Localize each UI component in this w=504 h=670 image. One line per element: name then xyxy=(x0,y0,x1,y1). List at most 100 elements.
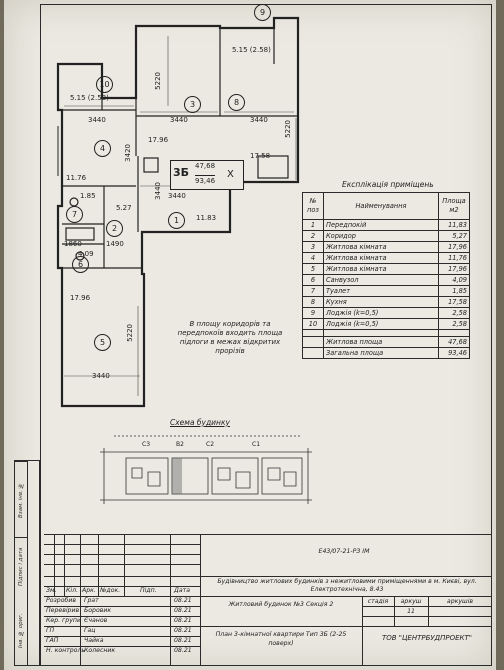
role-label: Н. контроль xyxy=(46,647,86,654)
col-header: Площа м2 xyxy=(438,192,470,220)
sheets-header: аркушів xyxy=(446,598,474,605)
room-number: 9 xyxy=(254,4,271,21)
building-name: Житловий будинок №3 Секція 2 xyxy=(228,601,334,608)
floor-plan-walls xyxy=(56,16,300,408)
room-number: 4 xyxy=(94,140,111,157)
stage-header: стадія xyxy=(367,598,389,605)
area-label: 11.83 xyxy=(196,214,217,222)
col-header: № поз xyxy=(302,192,324,220)
building-scheme-drawing: С3 В2 С2 С1 xyxy=(100,435,312,504)
person-name: Гац xyxy=(84,627,96,634)
area-label: 4.09 xyxy=(78,250,94,258)
document-code: Е43/07-21-РЗ ІМ xyxy=(318,548,370,555)
total-area: 93,46 xyxy=(195,175,216,185)
sign-date: 08.21 xyxy=(174,617,192,624)
role-label: Кер. групи xyxy=(46,617,81,624)
sheet-header: аркуш xyxy=(400,598,422,605)
person-name: Боровик xyxy=(84,607,112,614)
area-note: В площу коридорів та передпокоїв входить… xyxy=(177,320,283,355)
role-label: Розробив xyxy=(46,597,77,604)
side-stamp-cell: Підпис і дата xyxy=(15,537,27,596)
col-header: Кіл. xyxy=(66,587,79,594)
dimension-label: 3440 xyxy=(154,182,162,200)
col-header: Арк. xyxy=(82,587,96,594)
role-label: ГАП xyxy=(46,637,59,644)
room-number: 3 xyxy=(184,96,201,113)
area-label: 5.27 xyxy=(116,204,132,212)
section-label: С2 xyxy=(206,441,214,448)
dimension-label: 5220 xyxy=(126,324,134,342)
sheet-number: 11 xyxy=(407,608,415,615)
room-number: 6 xyxy=(72,256,89,273)
area-label: 11.76 xyxy=(66,174,87,182)
sheet-title: План 3-кімнатної квартири Тип 3Б (2-25 п… xyxy=(215,631,347,647)
person-name: Єчанов xyxy=(84,617,108,624)
dimension-label: 3440 xyxy=(88,116,106,124)
role-label: Перевірив xyxy=(46,607,80,614)
loggia-area-label: 5.15 (2.58) xyxy=(70,94,109,102)
person-name: Колесник xyxy=(84,647,116,654)
col-header: Найменування xyxy=(323,192,439,220)
area-label: 17.58 xyxy=(250,152,271,160)
col-header: Дата xyxy=(174,587,191,594)
living-area: 47,68 xyxy=(195,162,216,170)
col-header: Підп. xyxy=(140,587,157,594)
room-number: 5 xyxy=(94,334,111,351)
dimension-label: 3440 xyxy=(250,116,268,124)
col-header: Зм. xyxy=(46,587,57,594)
explication-title: Експлікація приміщень xyxy=(342,180,434,189)
person-name: Грат xyxy=(84,597,99,604)
loggia-area-label: 5.15 (2.58) xyxy=(232,46,271,54)
dimension-label: 3440 xyxy=(168,192,186,200)
floor-plan: 10 9 3 8 4 7 6 1 2 5 5.15 (2.58) 5.15 (2… xyxy=(44,4,306,410)
apartment-type-badge: 3Б 47,68 93,46 X xyxy=(170,160,244,190)
sign-date: 08.21 xyxy=(174,607,192,614)
title-block: Е43/07-21-РЗ ІМ Будівництво житлових буд… xyxy=(44,534,492,666)
sign-date: 08.21 xyxy=(174,627,192,634)
dimension-label: 3440 xyxy=(92,372,110,380)
person-name: Чайка xyxy=(84,637,104,644)
dimension-label: 3440 xyxy=(170,116,188,124)
side-stamp: Взам. інв. № Підпис і дата Інв. № ориг. xyxy=(14,460,40,666)
dimension-label: 3420 xyxy=(124,144,132,162)
dimension-label: 5220 xyxy=(154,72,162,90)
col-header: №док. xyxy=(100,587,121,594)
organization: ТОВ "ЦЕНТРБУДПРОЕКТ" xyxy=(381,634,473,642)
room-number: 7 xyxy=(66,206,83,223)
room-number: 8 xyxy=(228,94,245,111)
area-label: 1490 xyxy=(106,240,124,248)
room-number: 1 xyxy=(168,212,185,229)
room-number: 10 xyxy=(96,76,113,93)
sign-date: 08.21 xyxy=(174,597,192,604)
section-label: С3 xyxy=(142,441,150,448)
area-label: 17.96 xyxy=(70,294,91,302)
side-stamp-cell: Взам. інв. № xyxy=(15,461,27,538)
room-number: 2 xyxy=(106,220,123,237)
building-scheme: С3 В2 С2 С1 xyxy=(96,428,316,508)
sign-date: 08.21 xyxy=(174,637,192,644)
role-label: ГП xyxy=(46,627,55,634)
area-label: 17.96 xyxy=(148,136,169,144)
side-stamp-cell: Інв. № ориг. xyxy=(18,613,24,649)
area-label: 1860 xyxy=(64,240,82,248)
section-label: В2 xyxy=(176,441,184,448)
apartment-type: 3Б xyxy=(173,166,190,179)
mark: X xyxy=(227,169,234,180)
scheme-title: Схема будинку xyxy=(170,418,230,427)
section-label: С1 xyxy=(252,441,260,448)
area-label: 1.85 xyxy=(80,192,96,200)
sign-date: 08.21 xyxy=(174,647,192,654)
project-name: Будівництво житлових будинків з нежитлов… xyxy=(217,578,477,593)
